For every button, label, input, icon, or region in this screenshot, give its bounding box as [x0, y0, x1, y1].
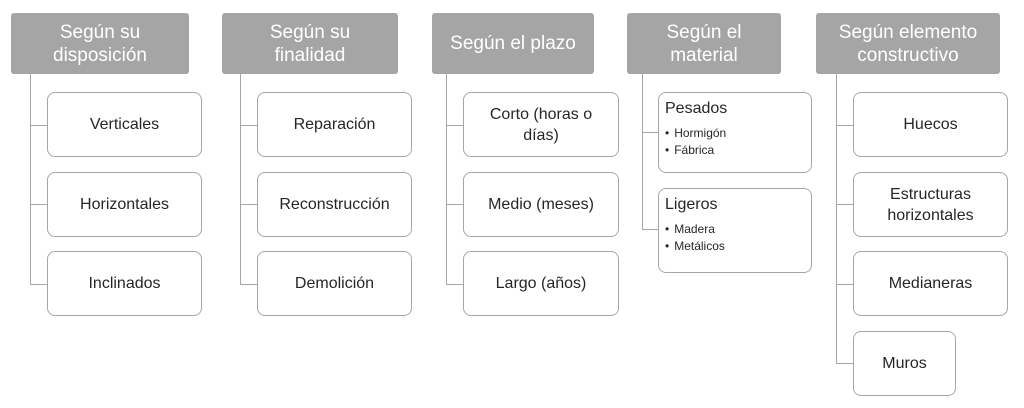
connector-trunk: [30, 74, 31, 284]
connector-branch: [446, 284, 463, 285]
bullet-item-madera: Madera: [665, 221, 805, 238]
header-finalidad: Según su finalidad: [222, 13, 398, 74]
connector-branch: [240, 204, 257, 205]
header-elemento-constructivo: Según elemento constructivo: [816, 13, 1000, 74]
box-estructuras-horizontales: Estructuras horizontales: [853, 172, 1008, 237]
box-corto: Corto (horas o días): [463, 92, 619, 157]
connector-branch: [642, 229, 658, 230]
connector-branch: [836, 284, 853, 285]
connector-branch: [30, 125, 47, 126]
connector-trunk: [836, 74, 837, 363]
box-reconstruccion: Reconstrucción: [257, 172, 412, 237]
connector-branch: [836, 204, 853, 205]
connector-branch: [446, 125, 463, 126]
connector-branch: [240, 284, 257, 285]
connector-branch: [30, 284, 47, 285]
box-muros: Muros: [853, 331, 956, 396]
box-horizontales: Horizontales: [47, 172, 202, 237]
bullet-item-metalicos: Metálicos: [665, 238, 805, 255]
group-title-ligeros: Ligeros: [665, 196, 718, 213]
header-plazo: Según el plazo: [432, 13, 594, 74]
box-ligeros: Ligeros Madera Metálicos: [658, 188, 812, 273]
box-huecos: Huecos: [853, 92, 1008, 157]
connector-trunk: [446, 74, 447, 284]
box-medianeras: Medianeras: [853, 251, 1008, 316]
connector-branch: [240, 125, 257, 126]
box-inclinados: Inclinados: [47, 251, 202, 316]
header-material: Según el material: [627, 13, 781, 74]
box-pesados: Pesados Hormigón Fábrica: [658, 92, 812, 173]
box-demolicion: Demolición: [257, 251, 412, 316]
bullet-list-ligeros: Madera Metálicos: [665, 221, 805, 255]
connector-branch: [836, 125, 853, 126]
bullet-item-hormigon: Hormigón: [665, 125, 805, 142]
group-title-pesados: Pesados: [665, 100, 728, 117]
connector-branch: [446, 204, 463, 205]
connector-branch: [642, 132, 658, 133]
connector-branch: [30, 204, 47, 205]
connector-branch: [836, 363, 853, 364]
box-medio: Medio (meses): [463, 172, 619, 237]
box-verticales: Verticales: [47, 92, 202, 157]
bullet-item-fabrica: Fábrica: [665, 142, 805, 159]
box-largo: Largo (años): [463, 251, 619, 316]
header-disposicion: Según su disposición: [11, 13, 189, 74]
bullet-list-pesados: Hormigón Fábrica: [665, 125, 805, 159]
connector-trunk: [240, 74, 241, 284]
connector-trunk: [642, 74, 643, 229]
box-reparacion: Reparación: [257, 92, 412, 157]
